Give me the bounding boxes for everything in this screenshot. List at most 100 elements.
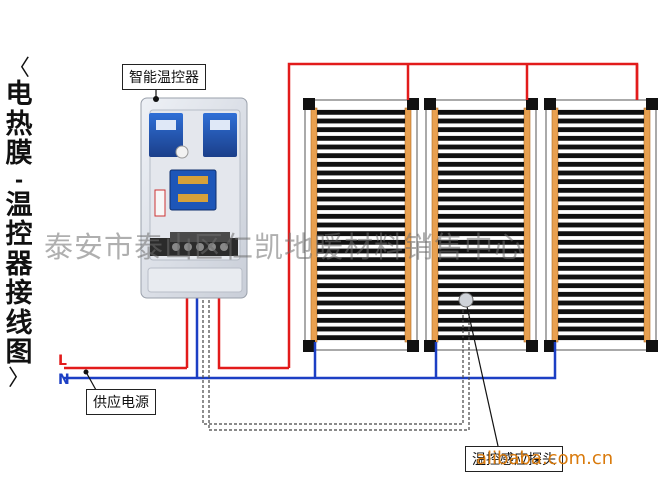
carbon-strip <box>438 161 524 167</box>
carbon-strip <box>558 170 644 176</box>
power-supply-label: 供应电源 <box>86 389 156 415</box>
carbon-strip <box>438 326 524 332</box>
carbon-strip <box>317 248 405 254</box>
carbon-strip <box>558 283 644 289</box>
carbon-strip <box>317 170 405 176</box>
carbon-strip <box>558 187 644 193</box>
title-char: 控 <box>5 219 33 250</box>
vertical-title: 〈电热膜-温控器接线图〉 <box>4 58 34 390</box>
carbon-strip <box>438 239 524 245</box>
title-char: 温 <box>5 189 33 221</box>
carbon-strip <box>317 179 405 185</box>
carbon-strip <box>438 118 524 124</box>
carbon-strip <box>438 283 524 289</box>
carbon-strip <box>558 309 644 315</box>
carbon-strip <box>558 300 644 306</box>
carbon-strip <box>438 109 524 115</box>
line-L-label: L <box>58 353 67 369</box>
carbon-strip <box>438 265 524 271</box>
carbon-strip <box>438 335 524 341</box>
carbon-strip <box>438 153 524 159</box>
carbon-strip <box>438 231 524 237</box>
carbon-strip <box>558 231 644 237</box>
carbon-strip <box>558 222 644 228</box>
thermostat-unit <box>140 97 248 299</box>
title-char: 图 <box>5 337 33 368</box>
carbon-strip <box>438 317 524 323</box>
carbon-strip <box>438 144 524 150</box>
thermostat-label: 智能温控器 <box>122 64 206 90</box>
carbon-strip <box>558 291 644 297</box>
carbon-strip <box>558 179 644 185</box>
carbon-strip <box>438 205 524 211</box>
carbon-strip <box>558 248 644 254</box>
sensor-wire <box>202 250 464 425</box>
carbon-strip <box>317 300 405 306</box>
title-char: 热 <box>5 108 33 140</box>
carbon-strip <box>317 291 405 297</box>
title-char: 接 <box>5 278 33 309</box>
carbon-strip <box>317 161 405 167</box>
neutral-bus-wire <box>205 342 557 380</box>
title-char: - <box>14 167 24 192</box>
carbon-strip <box>558 153 644 159</box>
sensor-probe-icon <box>458 292 474 308</box>
heating-film-panel-1 <box>303 98 419 352</box>
carbon-strip <box>558 127 644 133</box>
line-N-label: N <box>58 372 70 388</box>
carbon-strip <box>438 213 524 219</box>
carbon-strip <box>558 161 644 167</box>
carbon-strip <box>317 153 405 159</box>
title-char: 膜 <box>5 138 33 169</box>
carbon-strip <box>317 187 405 193</box>
carbon-strip <box>317 196 405 202</box>
carbon-strip <box>558 239 644 245</box>
carbon-strip <box>438 170 524 176</box>
carbon-strip <box>438 257 524 263</box>
carbon-strip <box>317 309 405 315</box>
carbon-strip <box>558 335 644 341</box>
sensor-pointer <box>465 301 499 447</box>
carbon-strip <box>317 135 405 141</box>
carbon-strip <box>317 317 405 323</box>
title-char: 电 <box>5 79 33 110</box>
carbon-strip <box>317 283 405 289</box>
title-char: 器 <box>5 248 33 280</box>
relay-2 <box>203 113 237 157</box>
carbon-strip <box>317 205 405 211</box>
carbon-strip <box>438 274 524 280</box>
carbon-strip <box>438 300 524 306</box>
carbon-strip <box>558 118 644 124</box>
watermark-text: 泰安市泰山区仁凯地暖材料销售中心 <box>44 230 525 264</box>
carbon-strip <box>317 274 405 280</box>
carbon-strip <box>438 291 524 297</box>
carbon-strip <box>438 135 524 141</box>
carbon-strip <box>317 239 405 245</box>
carbon-strip <box>317 213 405 219</box>
carbon-strip <box>558 196 644 202</box>
title-char: 〉 <box>7 365 30 391</box>
carbon-strip <box>438 309 524 315</box>
carbon-strip <box>558 257 644 263</box>
sensor-wire-2 <box>208 250 470 431</box>
carbon-strip <box>558 326 644 332</box>
carbon-strip <box>438 248 524 254</box>
carbon-strip <box>558 265 644 271</box>
carbon-strip <box>317 257 405 263</box>
title-char: 〈 <box>7 56 30 81</box>
carbon-strip <box>317 109 405 115</box>
carbon-strip <box>438 222 524 228</box>
carbon-strip <box>438 187 524 193</box>
carbon-strip <box>317 118 405 124</box>
carbon-strip <box>317 222 405 228</box>
carbon-strip <box>558 135 644 141</box>
carbon-strip <box>438 127 524 133</box>
carbon-strip <box>558 213 644 219</box>
carbon-strip <box>317 265 405 271</box>
carbon-strip <box>438 196 524 202</box>
carbon-strip <box>317 335 405 341</box>
carbon-strip <box>317 326 405 332</box>
carbon-strip <box>317 231 405 237</box>
carbon-strip <box>558 144 644 150</box>
